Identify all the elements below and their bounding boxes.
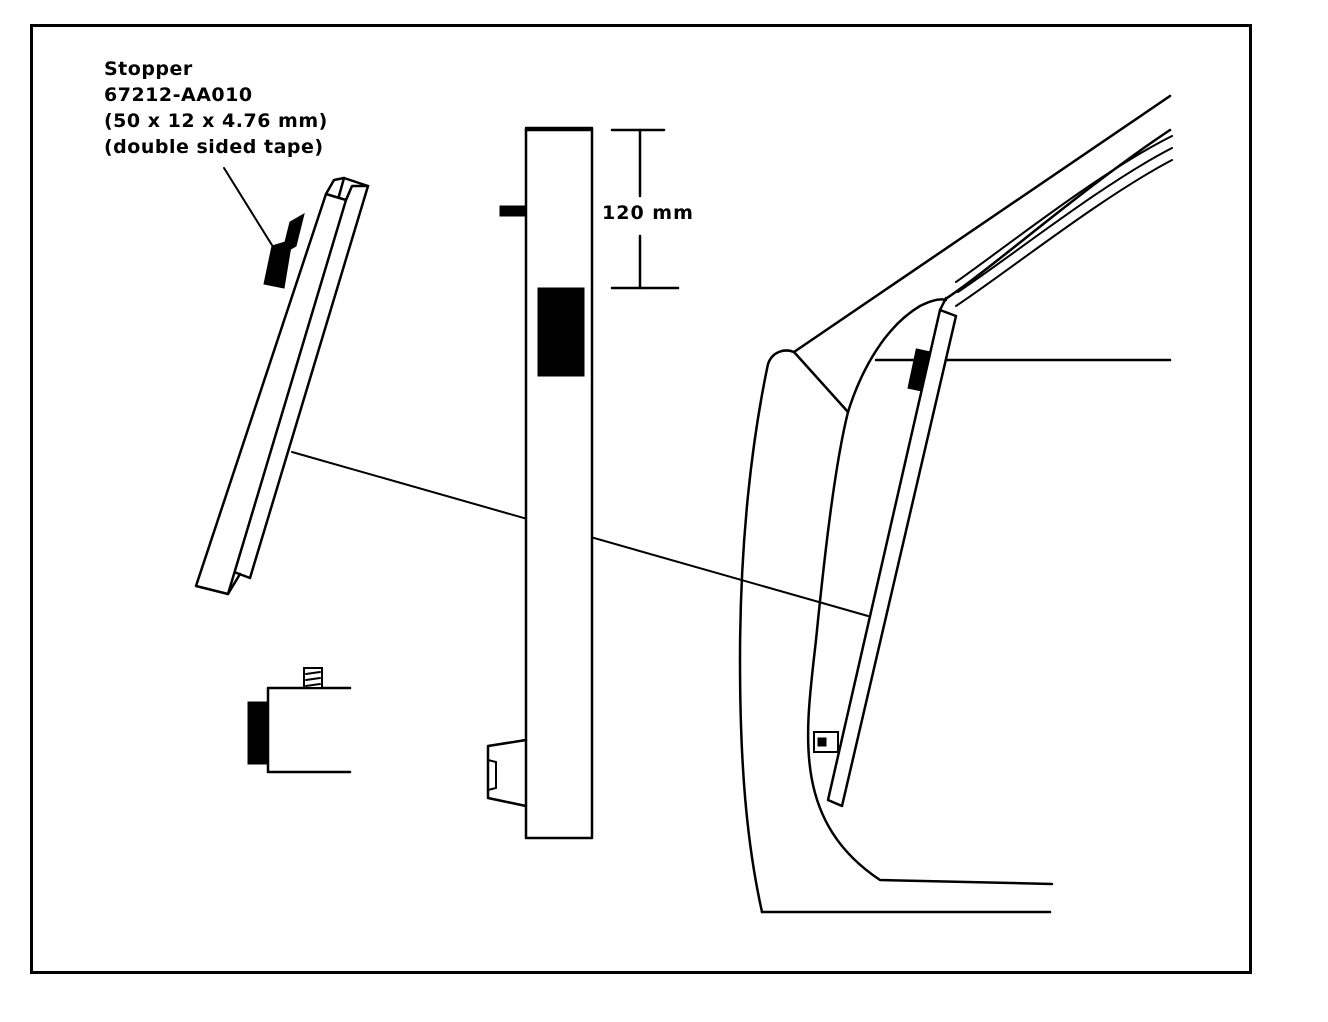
callout-stopper-name: Stopper <box>104 58 193 80</box>
figure-frame <box>30 24 1252 974</box>
callout-part-number: 67212-AA010 <box>104 84 253 106</box>
stopper-on-angled-piece <box>263 212 305 289</box>
stopper-section-detail <box>247 667 352 774</box>
stopper-callout: Stopper 67212-AA010 (50 x 12 x 4.76 mm) … <box>104 56 328 160</box>
door-frame <box>738 94 1173 914</box>
callout-note: (double sided tape) <box>104 136 324 158</box>
callout-dimensions: (50 x 12 x 4.76 mm) <box>104 110 328 132</box>
molding-strip-vertical <box>486 126 594 840</box>
stopper-callout-leader <box>223 167 281 259</box>
molding-piece-angled <box>194 176 370 596</box>
stopper-installed <box>907 348 931 392</box>
stopper-on-vertical-strip <box>537 287 585 377</box>
dimension-120mm <box>610 128 680 290</box>
molding-installed <box>813 296 958 808</box>
dimension-label: 120 mm <box>602 202 694 224</box>
